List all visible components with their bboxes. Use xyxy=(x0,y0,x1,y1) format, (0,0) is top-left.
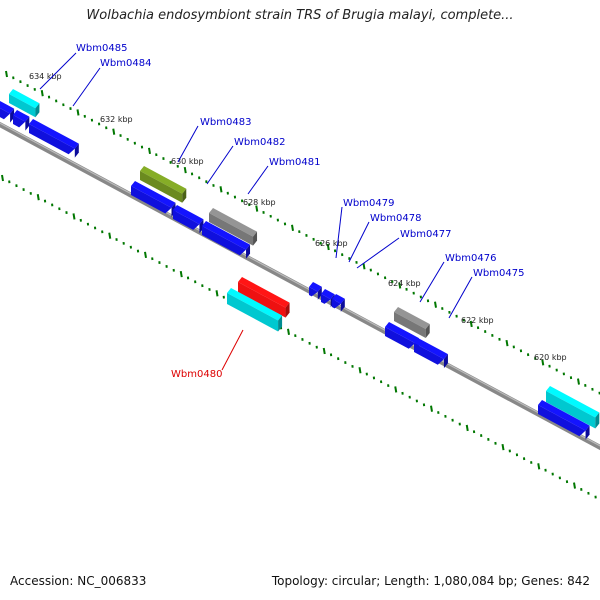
tick-mark xyxy=(5,70,8,78)
gene-wbm0483[interactable] xyxy=(140,166,187,203)
tick-mark xyxy=(322,347,326,355)
gene-label-wbm0478[interactable]: Wbm0478 xyxy=(370,213,421,224)
gene-wbm0485[interactable] xyxy=(9,89,40,118)
kbp-label-620: 620 kbp xyxy=(534,353,567,362)
gene-wbm0482[interactable] xyxy=(173,205,204,234)
gene-wbm0476-gray[interactable] xyxy=(394,307,430,339)
gene-wbm0484[interactable] xyxy=(29,119,79,158)
tick-marks-upper xyxy=(5,70,600,395)
gene-label-wbm0482[interactable]: Wbm0482 xyxy=(234,137,285,148)
gene-label-wbm0484[interactable]: Wbm0484 xyxy=(100,58,151,69)
gene-right-cyan[interactable] xyxy=(546,386,600,429)
genome-backbone xyxy=(0,121,600,451)
tick-mark xyxy=(358,367,362,374)
tick-mark xyxy=(577,378,580,385)
kbp-label-622: 622 kbp xyxy=(461,316,494,325)
gene-wbm0481[interactable] xyxy=(209,208,258,246)
tick-marks-lower xyxy=(1,174,597,499)
tick-mark xyxy=(255,205,259,212)
tick-mark xyxy=(219,186,223,193)
tick-mark xyxy=(1,174,4,182)
gene-label-wbm0475[interactable]: Wbm0475 xyxy=(473,268,524,279)
tick-mark xyxy=(326,243,330,251)
tick-mark xyxy=(76,109,80,116)
tick-mark xyxy=(144,251,147,259)
map-title: Wolbachia endosymbiont strain TRS of Bru… xyxy=(86,8,514,23)
tick-mark xyxy=(183,166,187,174)
gene-label-wbm0481[interactable]: Wbm0481 xyxy=(269,157,320,168)
tick-mark xyxy=(505,339,509,347)
gene-wbm0480-cyan[interactable] xyxy=(227,288,283,332)
tick-mark xyxy=(430,405,433,412)
tick-mark xyxy=(108,232,112,239)
tick-mark xyxy=(434,301,437,308)
gene-label-wbm0483[interactable]: Wbm0483 xyxy=(200,117,251,128)
gene-label-wbm0477[interactable]: Wbm0477 xyxy=(400,229,451,240)
gene-label-wbm0479[interactable]: Wbm0479 xyxy=(343,198,394,209)
tick-mark xyxy=(287,328,290,335)
kbp-label-630: 630 kbp xyxy=(171,157,204,166)
accession-text: Accession: NC_006833 xyxy=(10,574,147,588)
tick-mark xyxy=(398,282,402,289)
gene-label-wbm0476[interactable]: Wbm0476 xyxy=(445,253,496,264)
tick-mark xyxy=(465,424,469,432)
genome-summary-text: Topology: circular; Length: 1,080,084 bp… xyxy=(271,574,590,588)
gene-left-small-2[interactable] xyxy=(13,110,30,131)
tick-mark xyxy=(541,359,545,366)
kbp-label-632: 632 kbp xyxy=(100,115,133,124)
gene-wbm0477[interactable] xyxy=(332,294,345,312)
gene-right-blue[interactable] xyxy=(538,400,590,440)
tick-mark xyxy=(179,270,183,278)
tick-mark xyxy=(40,90,44,97)
gene-label-wbm0485[interactable]: Wbm0485 xyxy=(76,43,127,54)
gene-wbm0480[interactable] xyxy=(238,277,290,318)
gene-left-small-1[interactable] xyxy=(0,101,15,123)
kbp-label-626: 626 kbp xyxy=(315,239,348,248)
tick-mark xyxy=(537,463,541,470)
tick-mark xyxy=(148,147,151,155)
tick-mark xyxy=(362,263,366,270)
kbp-label-624: 624 kbp xyxy=(388,279,421,288)
gene-wbm0481-fwd[interactable] xyxy=(202,221,251,259)
tick-mark xyxy=(112,128,116,135)
tick-mark xyxy=(469,320,473,328)
gene-features xyxy=(0,89,600,440)
tick-mark xyxy=(36,194,40,201)
gene-wbm0479[interactable] xyxy=(309,282,322,300)
gene-wbm0475[interactable] xyxy=(414,338,448,369)
tick-mark xyxy=(72,213,76,220)
kbp-label-628: 628 kbp xyxy=(243,198,276,207)
tick-mark xyxy=(291,224,294,231)
tick-mark xyxy=(215,290,219,297)
kbp-label-634: 634 kbp xyxy=(29,72,62,81)
tick-mark xyxy=(394,386,398,393)
tick-mark xyxy=(573,482,576,489)
gene-label-wbm0480[interactable]: Wbm0480 xyxy=(171,369,222,380)
tick-mark xyxy=(501,443,505,451)
